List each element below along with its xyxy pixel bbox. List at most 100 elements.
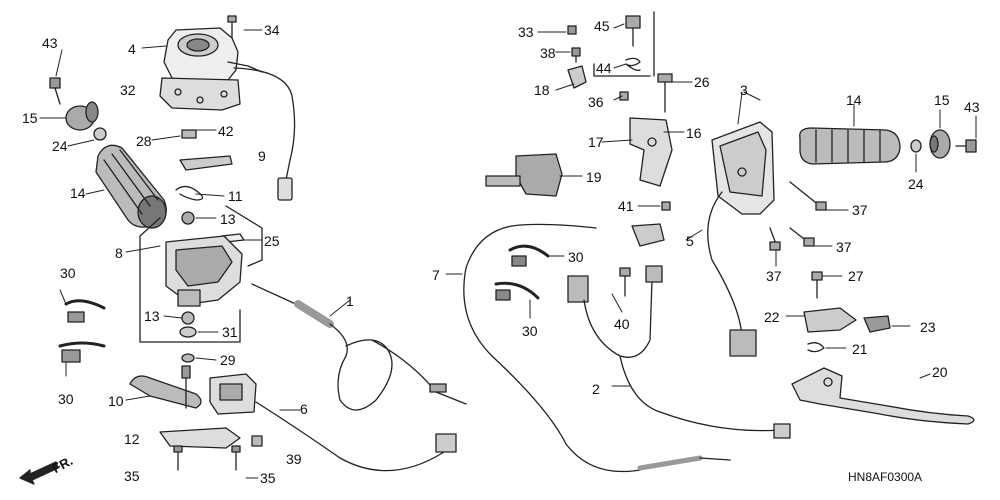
callout-6[interactable]: 6 [300, 401, 308, 417]
callout-7[interactable]: 7 [432, 267, 440, 283]
callout-24-right[interactable]: 24 [908, 176, 924, 192]
lever-tab-23 [863, 315, 891, 333]
callout-1[interactable]: 1 [346, 293, 354, 309]
bolt-45 [625, 15, 641, 47]
switch-connector [277, 177, 293, 201]
callout-37-top[interactable]: 37 [852, 202, 868, 218]
callout-16[interactable]: 16 [686, 125, 702, 141]
plate-12 [159, 427, 241, 449]
callout-30-left-upper[interactable]: 30 [60, 265, 76, 281]
screw-34 [227, 15, 237, 39]
bolt-27 [811, 271, 823, 299]
nut-41 [661, 201, 671, 211]
switch-cable-connector [435, 433, 457, 453]
callout-19[interactable]: 19 [586, 169, 602, 185]
bolt-36 [619, 91, 629, 101]
callout-30-left-lower[interactable]: 30 [58, 391, 74, 407]
callout-33[interactable]: 33 [518, 24, 534, 40]
bolt-43-right [955, 139, 977, 153]
callout-44[interactable]: 44 [596, 60, 612, 76]
screw-33 [567, 25, 577, 35]
callout-23[interactable]: 23 [920, 319, 936, 335]
cable-clip-30-lower [58, 341, 106, 363]
clutch-cable-end [699, 457, 731, 461]
callout-9[interactable]: 9 [258, 148, 266, 164]
callout-30-center-lower[interactable]: 30 [522, 323, 538, 339]
callout-22[interactable]: 22 [764, 309, 780, 325]
leader-lines [39, 23, 977, 479]
screw-38 [571, 47, 581, 63]
collar-24 [93, 127, 107, 141]
nut-13-lower [181, 311, 195, 325]
callout-24-left[interactable]: 24 [52, 138, 68, 154]
callout-27[interactable]: 27 [848, 268, 864, 284]
grip-end-weight-15 [65, 101, 99, 131]
callout-4[interactable]: 4 [128, 41, 136, 57]
callout-3[interactable]: 3 [740, 82, 748, 98]
callout-41[interactable]: 41 [618, 198, 634, 214]
callout-26[interactable]: 26 [694, 74, 710, 90]
callout-18[interactable]: 18 [534, 82, 550, 98]
callout-43-left[interactable]: 43 [42, 35, 58, 51]
callout-30-center-upper[interactable]: 30 [568, 249, 584, 265]
throttle-housing-cover [159, 27, 263, 111]
callout-45[interactable]: 45 [594, 18, 610, 34]
grip-end-weight-15-right [929, 129, 951, 159]
spring-44 [625, 57, 641, 72]
callout-25[interactable]: 25 [264, 233, 280, 249]
throttle-lever-arm [179, 155, 233, 171]
callout-35-left[interactable]: 35 [124, 468, 140, 484]
switch-assembly-6 [209, 373, 257, 415]
spring-21 [807, 342, 825, 353]
callout-10[interactable]: 10 [108, 393, 124, 409]
callout-5[interactable]: 5 [686, 233, 694, 249]
callout-20[interactable]: 20 [932, 364, 948, 380]
callout-12[interactable]: 12 [124, 431, 140, 447]
collar-28-42 [181, 129, 197, 139]
callout-13-lower[interactable]: 13 [144, 308, 160, 324]
callout-15-left[interactable]: 15 [22, 110, 38, 126]
bracket-44-frame [593, 63, 651, 77]
callout-36-lower[interactable]: 36 [588, 94, 604, 110]
figure-code: HN8AF0300A [848, 470, 923, 484]
callout-32[interactable]: 32 [120, 82, 136, 98]
callout-31[interactable]: 31 [222, 324, 238, 340]
washer-31 [179, 326, 197, 338]
callout-21[interactable]: 21 [852, 341, 868, 357]
callout-14-right[interactable]: 14 [846, 92, 862, 108]
bolt-40 [619, 267, 631, 297]
callout-34[interactable]: 34 [264, 22, 280, 38]
callout-43-right[interactable]: 43 [964, 99, 980, 115]
clips-30-center [494, 244, 550, 301]
callout-37-mid[interactable]: 37 [836, 239, 852, 255]
callout-8[interactable]: 8 [115, 245, 123, 261]
bolt-43-left [49, 77, 61, 105]
callout-39[interactable]: 39 [286, 451, 302, 467]
callout-38[interactable]: 38 [540, 45, 556, 61]
callout-14-left[interactable]: 14 [70, 185, 86, 201]
switch-cable [255, 401, 445, 472]
callout-13-upper[interactable]: 13 [220, 211, 236, 227]
screw-37-top [789, 181, 827, 211]
front-arrow [19, 461, 59, 485]
clutch-cable-sleeve [637, 455, 703, 471]
callout-40[interactable]: 40 [614, 316, 630, 332]
callout-28[interactable]: 28 [136, 133, 152, 149]
collar-24-right [910, 139, 922, 153]
callout-35-right[interactable]: 35 [260, 470, 276, 486]
callout-29[interactable]: 29 [220, 352, 236, 368]
left-grip-14 [95, 144, 167, 229]
screw-35-right [231, 445, 241, 471]
callout-37-low[interactable]: 37 [766, 268, 782, 284]
callout-15-right[interactable]: 15 [934, 92, 950, 108]
switch-wire-9 [233, 67, 296, 181]
callout-17[interactable]: 17 [588, 134, 604, 150]
screw-35-left [173, 445, 183, 471]
right-grip-14 [799, 127, 901, 165]
callout-2[interactable]: 2 [592, 381, 600, 397]
callout-11[interactable]: 11 [228, 188, 243, 204]
cover-19 [485, 153, 563, 197]
callout-42[interactable]: 42 [218, 123, 234, 139]
screw-37-low [769, 227, 781, 251]
